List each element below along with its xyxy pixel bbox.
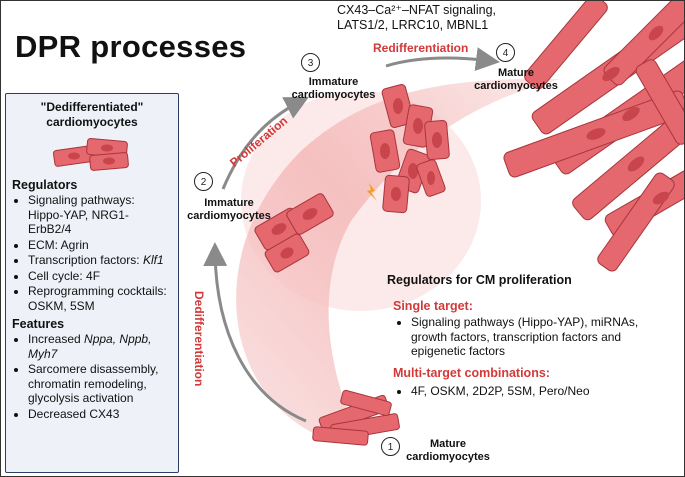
redifferentiation-label: Redifferentiation	[373, 41, 469, 55]
proliferation-arrow	[221, 96, 310, 190]
list-item: Signaling pathways (Hippo-YAP), miRNAs, …	[411, 315, 657, 359]
step-2-circle: 2	[194, 172, 213, 191]
cells-icon	[52, 138, 129, 171]
regulators-heading: Regulators	[12, 178, 78, 192]
list-item: Increased Nppa, Nppb, Myh7	[28, 332, 172, 361]
multi-target-list: 4F, OSKM, 2D2P, 5SM, Pero/Neo	[393, 384, 657, 400]
step-3-circle: 3	[301, 53, 320, 72]
list-item: Reprogramming cocktails: OSKM, 5SM	[28, 284, 172, 313]
redifferentiation-arrow	[385, 47, 500, 72]
step-1-circle: 1	[381, 437, 400, 456]
cm-proliferation-heading: Regulators for CM proliferation	[387, 273, 572, 287]
immature-cardiomyocytes-step2	[254, 193, 334, 273]
regulators-list: Signaling pathways: Hippo-YAP, NRG1-ErbB…	[12, 193, 172, 313]
step-3-label: Immature cardiomyocytes	[291, 76, 376, 101]
list-item: Signaling pathways: Hippo-YAP, NRG1-ErbB…	[28, 193, 172, 237]
page-title: DPR processes	[15, 29, 247, 64]
step-4-label: Mature cardiomyocytes	[474, 67, 558, 92]
list-item: Cell cycle: 4F	[28, 269, 172, 284]
panel-title: "Dedifferentiated" cardiomyocytes	[40, 100, 144, 129]
redifferentiation-regulators: CX43–Ca²⁺–NFAT signaling, LATS1/2, LRRC1…	[337, 3, 496, 32]
step-4-circle: 4	[496, 43, 515, 62]
single-target-list: Signaling pathways (Hippo-YAP), miRNAs, …	[393, 315, 657, 360]
list-item: Decreased CX43	[28, 407, 172, 422]
single-target-heading: Single target:	[393, 299, 473, 313]
proliferating-cardiomyocytes	[367, 83, 450, 214]
multi-target-heading: Multi-target combinations:	[393, 366, 550, 380]
list-item: Transcription factors: Klf1	[28, 253, 172, 268]
dedifferentiated-cells-illustration	[12, 134, 172, 174]
list-item: 4F, OSKM, 2D2P, 5SM, Pero/Neo	[411, 384, 657, 399]
dedifferentiated-panel: "Dedifferentiated" cardiomyocytes Regula…	[5, 93, 179, 473]
features-list: Increased Nppa, Nppb, Myh7 Sarcomere dis…	[12, 332, 172, 421]
step-1-label: Mature cardiomyocytes	[406, 438, 490, 463]
pink-arc-band	[236, 79, 561, 441]
features-heading: Features	[12, 317, 65, 331]
step-2-label: Immature cardiomyocytes	[187, 197, 271, 222]
mature-cardiomyocytes-bottom	[312, 389, 400, 446]
dedifferentiation-label: Dedifferentiation	[192, 291, 206, 387]
mature-cardiomyocytes-network	[503, 1, 684, 272]
list-item: ECM: Agrin	[28, 238, 172, 253]
list-item: Sarcomere disassembly, chromatin remodel…	[28, 362, 172, 406]
dedifferentiation-arrow	[203, 242, 307, 423]
